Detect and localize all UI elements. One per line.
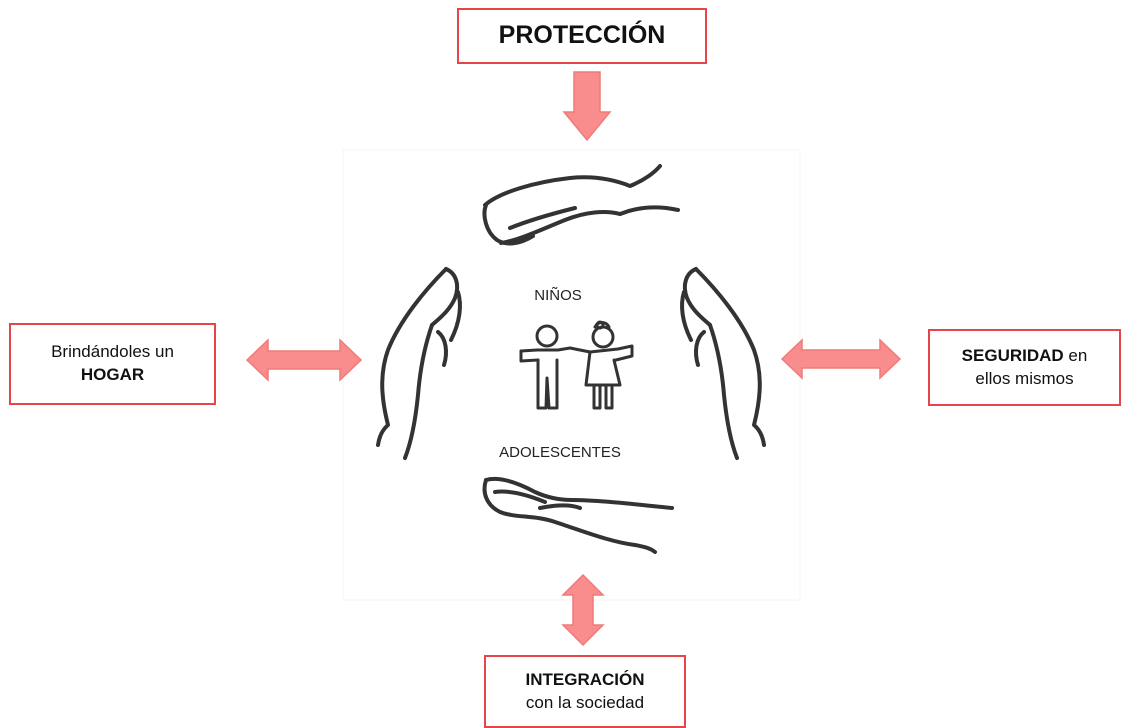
hand-left-icon <box>376 267 462 460</box>
seguridad-box: SEGURIDAD en ellos mismos <box>928 329 1121 406</box>
hogar-line2: HOGAR <box>80 365 145 384</box>
hand-bottom-icon <box>482 477 674 554</box>
seguridad-line1: SEGURIDAD en <box>962 345 1088 368</box>
seguridad-line2: ellos mismos <box>975 368 1074 388</box>
down-arrow-icon <box>562 71 612 142</box>
left-double-arrow-icon <box>245 338 363 382</box>
adolescentes-label: ADOLESCENTES <box>499 444 621 461</box>
hogar-box: Brindándoles un HOGAR <box>9 323 216 405</box>
seguridad-bold: SEGURIDAD <box>961 345 1064 365</box>
ninos-label: NIÑOS <box>534 287 582 304</box>
hand-right-icon <box>680 267 766 460</box>
right-double-arrow-icon <box>780 338 902 380</box>
integracion-line1: INTEGRACIÓN <box>525 669 645 689</box>
vertical-double-arrow-icon <box>561 573 605 647</box>
hogar-line1: Brindándoles un <box>51 342 174 362</box>
proteccion-text: PROTECCIÓN <box>498 21 666 50</box>
children-icon <box>519 320 634 410</box>
integracion-line2: con la sociedad <box>525 692 645 712</box>
proteccion-box: PROTECCIÓN <box>457 8 707 64</box>
integracion-box: INTEGRACIÓN con la sociedad <box>484 655 686 728</box>
seguridad-rest: en <box>1063 345 1088 365</box>
hand-top-icon <box>482 164 680 246</box>
